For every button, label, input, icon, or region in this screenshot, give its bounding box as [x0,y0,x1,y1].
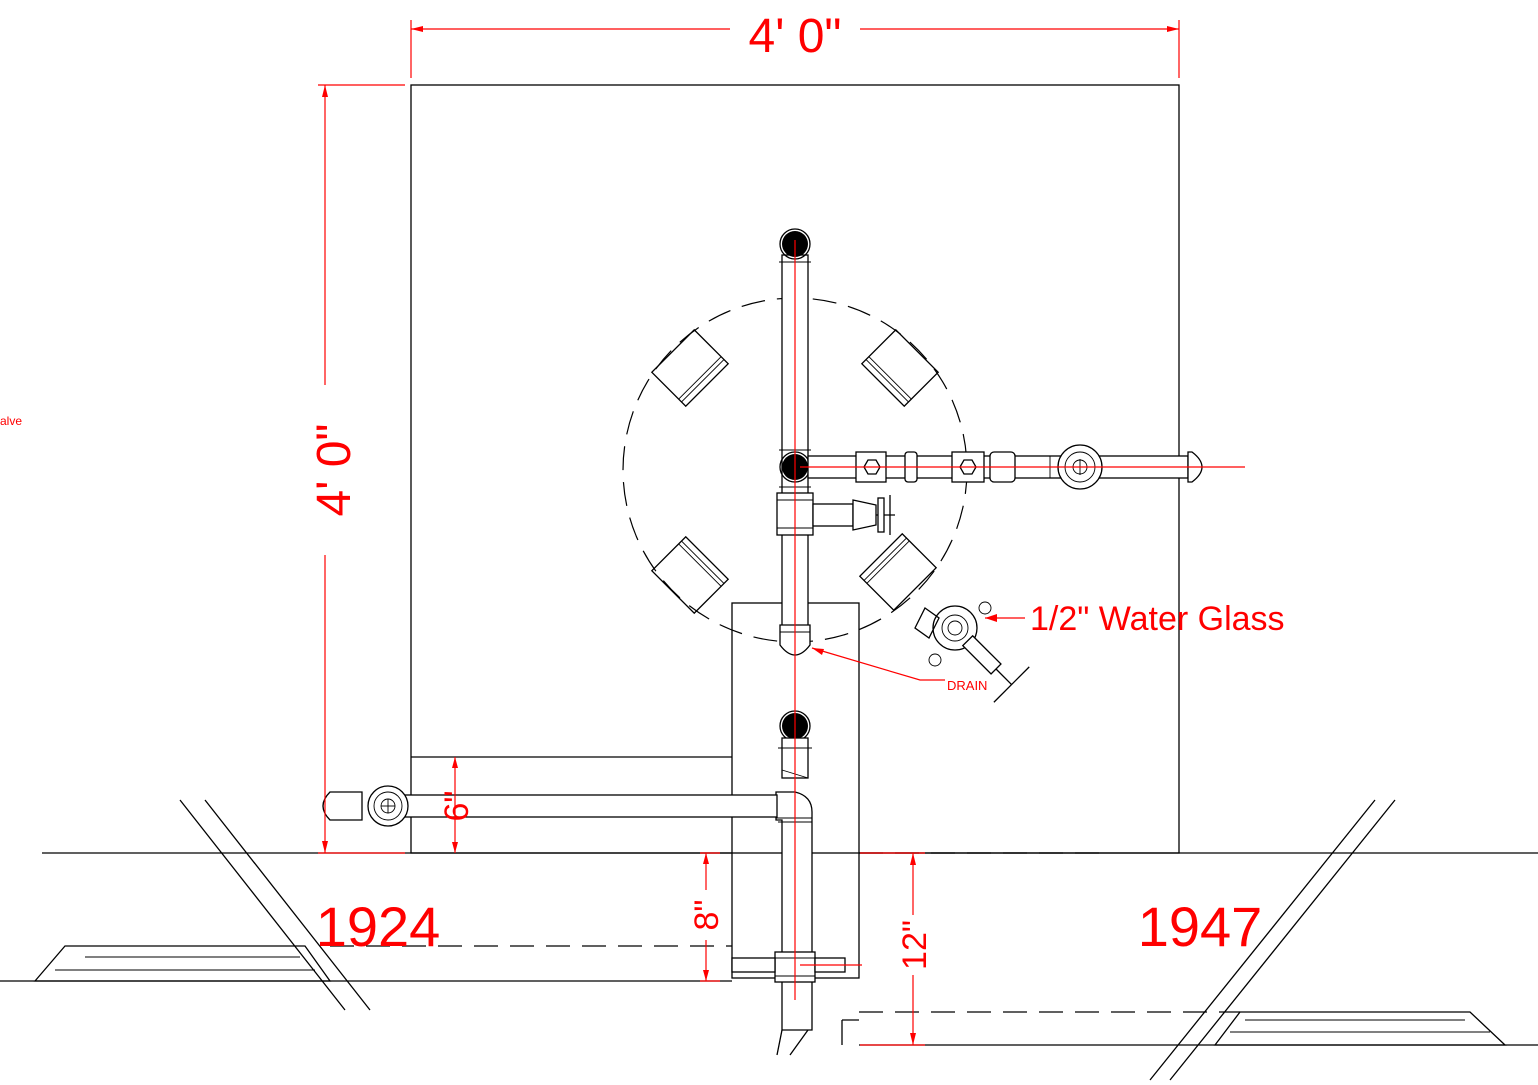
dimension-height-label: 4' 0" [308,424,361,517]
dimension-twelve-inch-label: 12" [896,920,934,970]
tapping-boss-upper-left [650,328,730,408]
year-right-label: 1947 [1138,895,1263,958]
valve-partial-label: alve [0,414,22,428]
dimension-twelve-inch [860,852,925,1046]
floor-lines [0,852,1538,1046]
water-glass-valve [914,601,1030,703]
horizontal-return-line [322,785,778,827]
dimension-six-inch-label: 6" [438,791,476,822]
tapping-boss-upper-right [860,328,940,408]
year-left-label: 1924 [316,895,441,958]
dimension-eight-inch-label: 8" [688,900,726,931]
dimension-width [410,20,1180,78]
water-glass-label: 1/2" Water Glass [1030,600,1285,638]
left-stair-detail [33,799,371,1011]
drain-label: DRAIN [947,678,987,693]
water-glass-leader [985,614,1025,622]
dimension-width-label: 4' 0" [749,10,842,63]
centerlines [794,240,1245,1000]
dimension-six-inch [452,757,458,853]
lower-return-pipe [731,710,846,1056]
tapping-boss-lower-left [650,535,730,615]
dimension-eight-inch [700,852,720,982]
tapping-boss-lower-right [858,532,938,612]
dimension-height [318,84,405,854]
drain-leader [811,647,945,681]
globe-valve-side [812,495,895,535]
right-stair-detail [1149,799,1507,1081]
